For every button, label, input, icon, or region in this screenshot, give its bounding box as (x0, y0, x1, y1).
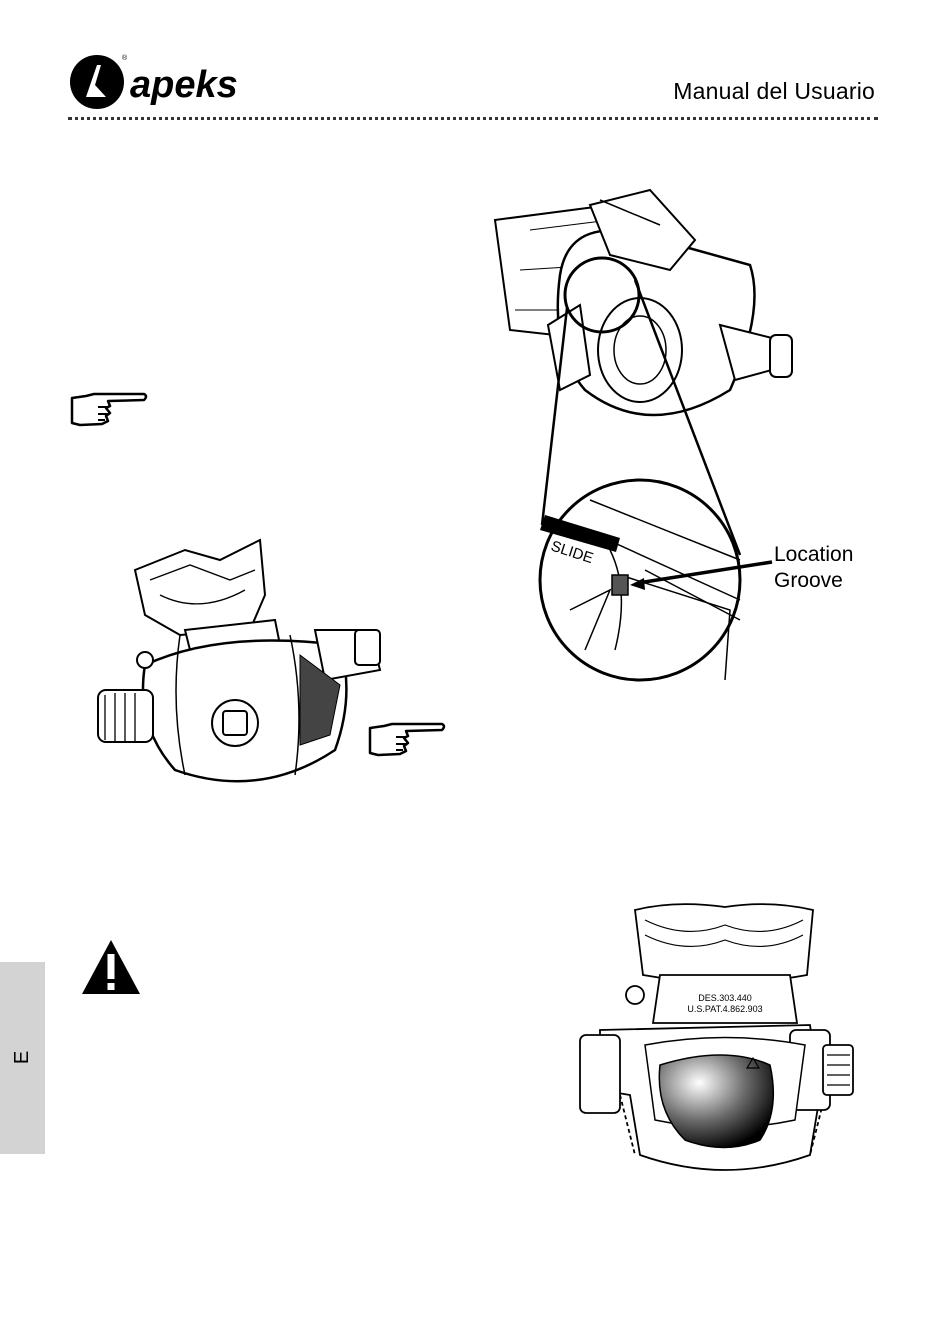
callout-line-1: Location (774, 542, 853, 568)
callout-line-2: Groove (774, 568, 853, 594)
side-tab-letter: E (11, 1035, 34, 1080)
header-divider (68, 117, 878, 120)
engraving-line-1: DES.303.440 (698, 993, 752, 1003)
regulator-front-figure (90, 535, 400, 795)
brand-name: apeks (130, 64, 238, 106)
regulator-slide-figure: SLIDE (490, 180, 890, 685)
regulator-rear-figure: DES.303.440 U.S.PAT.4.862.903 (575, 895, 875, 1185)
pointing-hand-icon (68, 390, 150, 430)
page-header-title: Manual del Usuario (640, 78, 875, 105)
engraving-line-2: U.S.PAT.4.862.903 (687, 1004, 762, 1014)
svg-text:®: ® (122, 54, 128, 62)
pointing-hand-icon (366, 720, 448, 760)
brand-logo: ® apeks (68, 52, 298, 116)
language-side-tab: E (0, 962, 45, 1154)
location-groove-callout: Location Groove (774, 542, 853, 594)
warning-icon (80, 938, 142, 996)
